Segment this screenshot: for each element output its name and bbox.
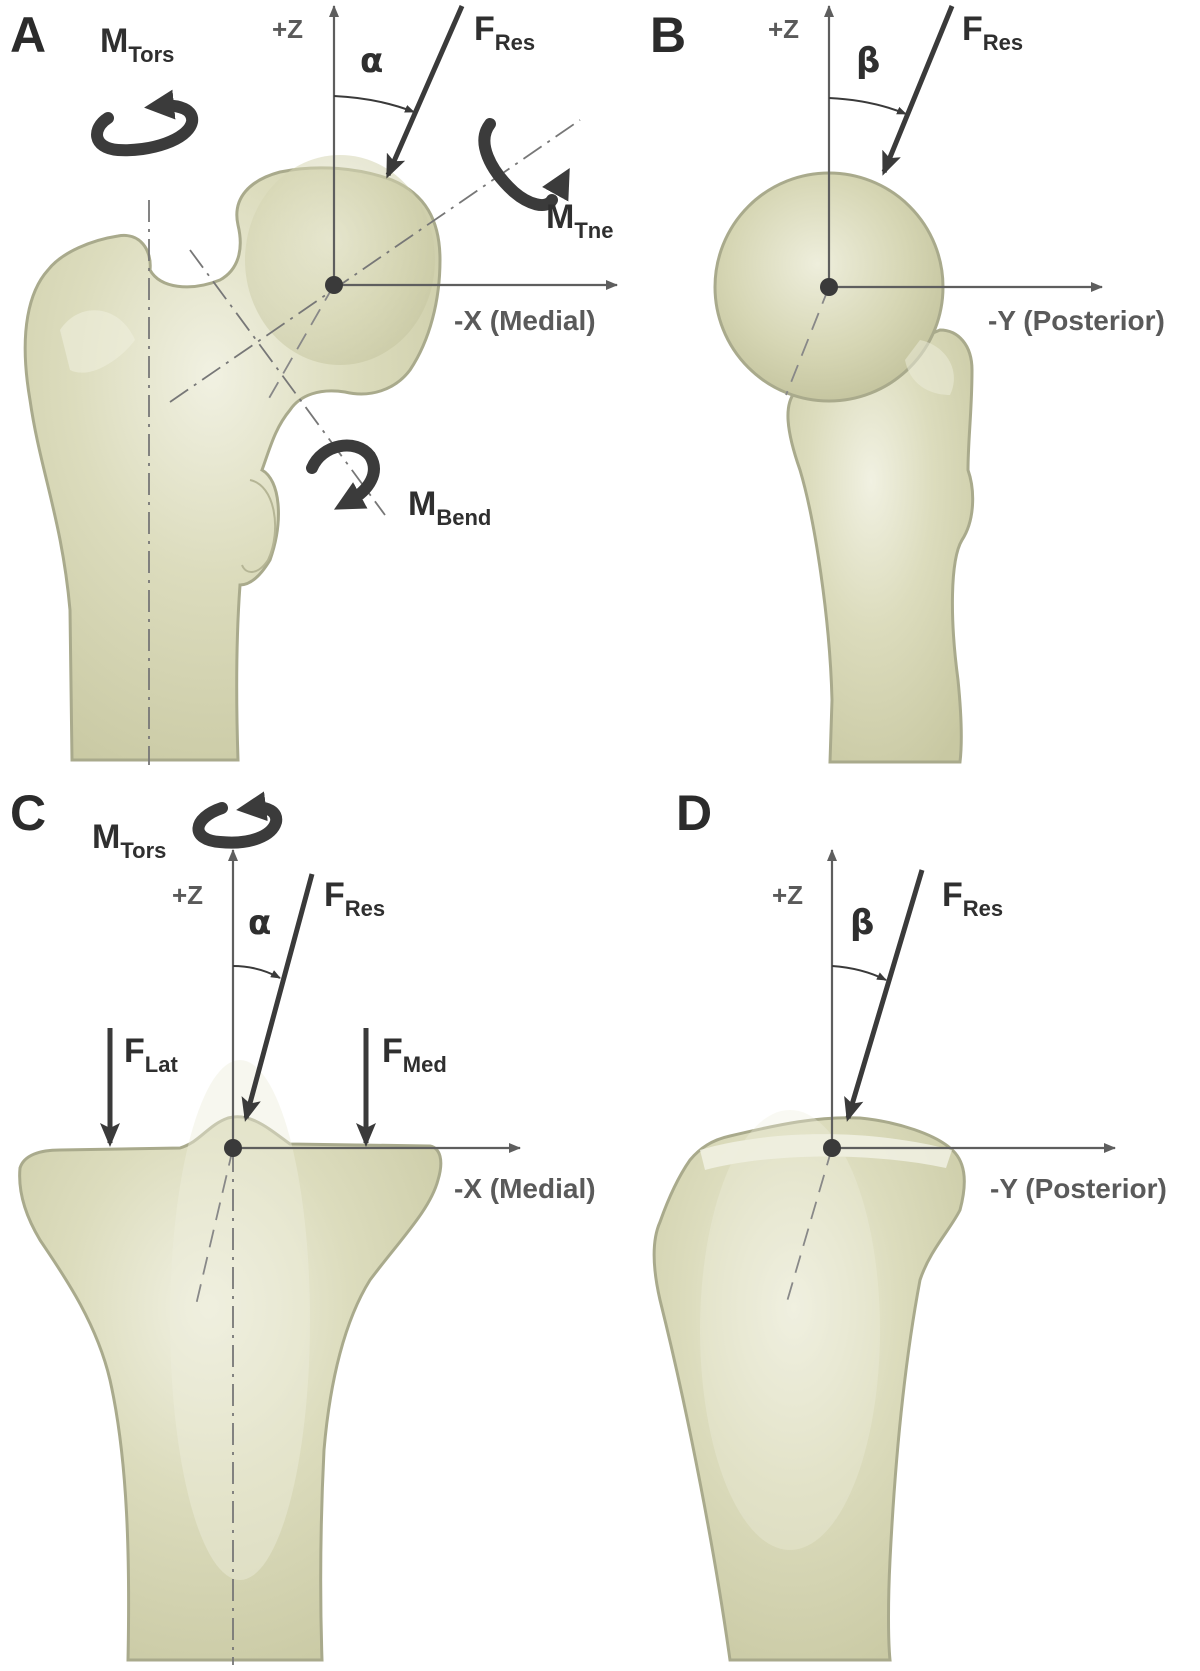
torsion-moment-label-c: MTors (92, 818, 166, 863)
panel-b: B +Z β FRes -Y (Posterior) (650, 5, 1165, 764)
resultant-force-label-d: FRes (942, 876, 1003, 921)
medial-force-label: FMed (382, 1032, 447, 1077)
femur-lateral-bone (786, 328, 975, 764)
panel-a: A MTors +Z α FRes MTne -X (Medial) MBend (10, 4, 618, 765)
force-line-extension-b (785, 286, 830, 396)
y-axis-label-b: -Y (Posterior) (988, 305, 1165, 336)
z-axis-label-c: +Z (172, 880, 203, 910)
bend-moment-arrow (306, 439, 380, 510)
resultant-force-arrow-b (881, 5, 955, 176)
tne-moment-arrow (478, 118, 558, 212)
origin-point-b (820, 278, 838, 296)
tibia-shading-c (170, 1060, 310, 1580)
panel-letter-c: C (10, 785, 46, 841)
resultant-force-arrow-c (241, 873, 315, 1122)
beta-label: β (856, 41, 880, 81)
alpha-label-c: α (248, 903, 271, 943)
bend-axis-line (189, 249, 386, 516)
torsion-moment-label: MTors (100, 22, 174, 67)
origin-point-d (823, 1139, 841, 1157)
beta-angle-arc (828, 97, 907, 115)
neck-axis-line (169, 119, 581, 403)
origin-point (325, 276, 343, 294)
beta-label-d: β (850, 903, 874, 943)
resultant-force-arrow (385, 4, 465, 179)
panel-d: D +Z β FRes -Y (Posterior) (652, 785, 1167, 1662)
panel-letter-a: A (10, 7, 46, 63)
resultant-force-label-c: FRes (324, 876, 385, 921)
panel-c: C MTors +Z α FRes FLat FMed -X (Medial) (10, 785, 596, 1665)
tne-moment-label: MTne (546, 198, 613, 243)
bend-moment-label: MBend (408, 485, 491, 530)
resultant-force-arrow-d (844, 869, 925, 1122)
origin-point-c (224, 1139, 242, 1157)
tibia-frontal-bone (18, 1115, 443, 1662)
y-axis-label-d: -Y (Posterior) (990, 1173, 1167, 1204)
resultant-force-label-b: FRes (962, 10, 1023, 55)
alpha-angle-arc (333, 95, 415, 113)
beta-angle-arc-d (831, 965, 887, 981)
femoral-head-shading (245, 155, 435, 365)
torsion-moment-arrow (91, 89, 199, 157)
x-axis-label: -X (Medial) (454, 305, 596, 336)
force-line-extension (267, 284, 335, 401)
x-axis-label-c: -X (Medial) (454, 1173, 596, 1204)
trochanter-detail (60, 310, 135, 373)
alpha-label: α (360, 41, 383, 81)
panel-letter-b: B (650, 7, 686, 63)
greater-trochanter-lateral (905, 340, 954, 395)
z-axis-label: +Z (272, 14, 303, 44)
lesser-trochanter (241, 479, 277, 573)
resultant-force-label: FRes (474, 10, 535, 55)
lateral-force-label: FLat (124, 1032, 178, 1077)
tibia-shading-d (700, 1110, 880, 1550)
z-axis-label-d: +Z (772, 880, 803, 910)
panel-letter-d: D (676, 785, 712, 841)
torsion-moment-arrow-c (192, 791, 283, 849)
z-axis-label-b: +Z (768, 14, 799, 44)
alpha-angle-arc-c (232, 965, 281, 979)
